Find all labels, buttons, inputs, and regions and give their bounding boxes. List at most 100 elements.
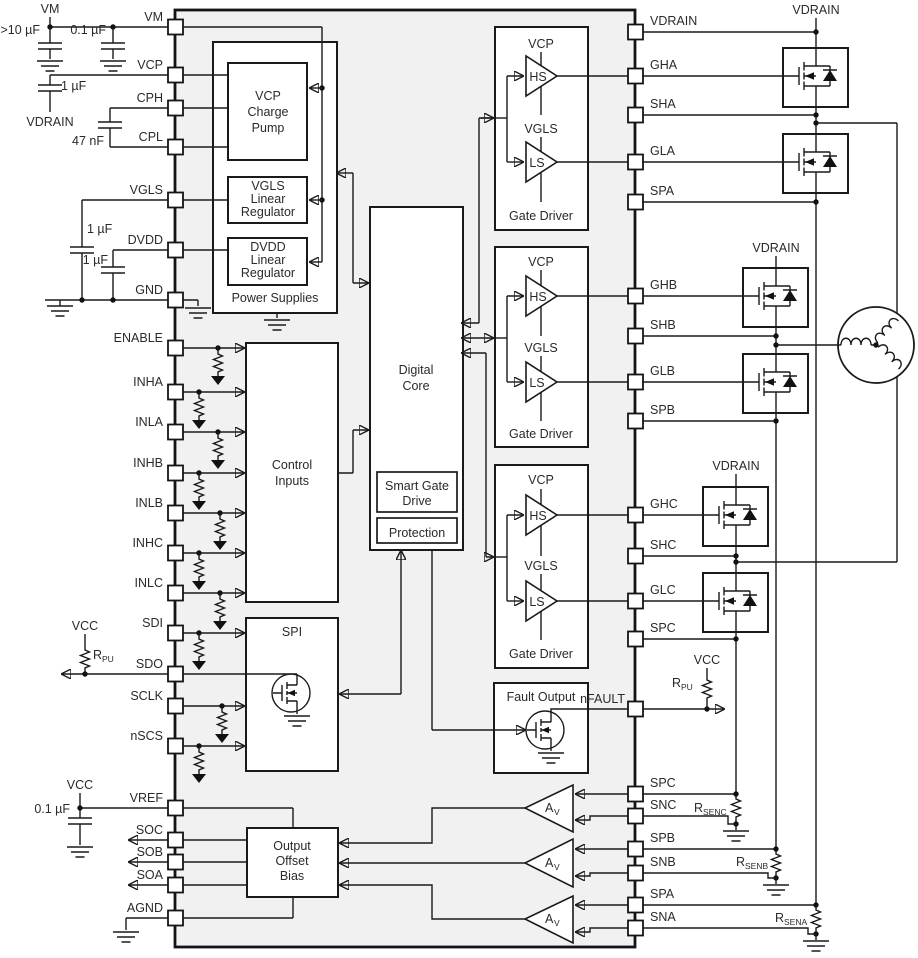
pin-label-gla: GLA [650,144,676,158]
pin-vcp [167,66,184,84]
digital-core-label: Digital [399,363,434,377]
pin-snb [627,864,644,882]
fet-a-low [782,133,849,194]
svg-text:Charge: Charge [248,105,289,119]
pin-nscs [167,737,184,755]
svg-text:V: V [554,807,560,817]
pin-spb [627,412,644,430]
motor [837,306,915,384]
vcc-sdo-label: VCC [72,619,98,633]
pin-sha [627,106,644,124]
svg-text:PU: PU [681,682,693,692]
fet-b-high [742,267,809,328]
pin-label-ghb: GHB [650,278,677,292]
bulk-cap-label: >10 µF [0,23,40,37]
pin-inla [167,423,184,441]
wiring [36,17,898,952]
pin-label-sdo: SDO [136,657,163,671]
svg-text:Linear: Linear [251,192,286,206]
pin-label-sclk: SCLK [130,689,163,703]
pin-dvdd [167,241,184,259]
pin-label-cpl: CPL [139,130,163,144]
rpu-nfault-label: R [672,676,681,690]
pin-label-snb: SNB [650,855,676,869]
gate-driver-a-label: Gate Driver [509,209,573,223]
pin-inhc [167,544,184,562]
svg-text:SENB: SENB [745,861,768,871]
svg-text:PU: PU [102,654,114,664]
power-supplies-label: Power Supplies [232,291,319,305]
control-inputs-block [245,342,339,603]
ls-c-label: LS [529,595,544,609]
pin-label-glc: GLC [650,583,676,597]
pin-label-vref: VREF [130,791,164,805]
pin-label-spc-sense: SPC [650,776,676,790]
pins-right [627,23,644,937]
pin-label-inha: INHA [133,375,164,389]
pins-left [167,18,184,927]
pin-gla [627,153,644,171]
pin-inlb [167,504,184,522]
smart-gate-drive-block [376,471,458,513]
rsenb-label: R [736,855,745,869]
fet-c-low [702,572,769,633]
rpu-sdo-label: R [93,648,102,662]
pin-label-glb: GLB [650,364,675,378]
pin-label-sna: SNA [650,910,676,924]
pin-label-spa: SPA [650,184,675,198]
spi-label: SPI [282,625,302,639]
pin-label-snc: SNC [650,798,676,812]
pin-label-gha: GHA [650,58,678,72]
pin-ghb [627,287,644,305]
pin-label-spb-sense: SPB [650,831,675,845]
vcp-rail-b-label: VCP [528,255,554,269]
flying-cap-label: 47 nF [72,134,104,148]
vcp-charge-pump-label: VCP [255,89,281,103]
amp-a-label: A [545,912,554,926]
smart-gate-drive-label: Smart Gate [385,479,449,493]
hs-c-label: HS [529,509,546,523]
ls-b-label: LS [529,376,544,390]
pin-vdrain [627,23,644,41]
blocks [212,26,589,898]
vdrain-b-label: VDRAIN [752,241,799,255]
pin-inhb [167,464,184,482]
vgls-rail-c-label: VGLS [524,559,557,573]
rsenc-label: R [694,801,703,815]
fault-output-label: Fault Output [507,690,576,704]
fet-c-high [702,486,769,547]
vcp-rail-c-label: VCP [528,473,554,487]
svg-text:Inputs: Inputs [275,474,309,488]
pin-sclk [167,697,184,715]
pin-ghc [627,506,644,524]
svg-text:Core: Core [402,379,429,393]
pin-label-sha: SHA [650,97,676,111]
pin-soa [167,876,184,894]
vcp-charge-pump-block [227,62,308,161]
svg-text:Offset: Offset [275,854,309,868]
svg-text:Regulator: Regulator [241,205,295,219]
amp-b-label: A [545,856,554,870]
vdrain-top-label: VDRAIN [792,3,839,17]
pin-vm [167,18,184,36]
vgls-rail-b-label: VGLS [524,341,557,355]
pin-spb-sense [627,840,644,858]
pin-label-nfault: nFAULT [580,692,625,706]
vcc-nfault-label: VCC [694,653,720,667]
pin-label-agnd: AGND [127,901,163,915]
pin-label-vdrain: VDRAIN [650,14,697,28]
protection-label: Protection [389,526,445,540]
vm-net-label: VM [41,2,60,16]
pin-label-inlc: INLC [135,576,163,590]
rsena-label: R [775,911,784,925]
pin-spc [627,630,644,648]
pin-label-inlb: INLB [135,496,163,510]
pin-label-dvdd: DVDD [128,233,163,247]
pin-snc [627,807,644,825]
pin-label-shc: SHC [650,538,676,552]
pin-agnd [167,909,184,927]
pin-label-sob: SOB [137,845,163,859]
vref-cap-label: 0.1 µF [34,802,70,816]
svg-text:Pump: Pump [252,121,285,135]
